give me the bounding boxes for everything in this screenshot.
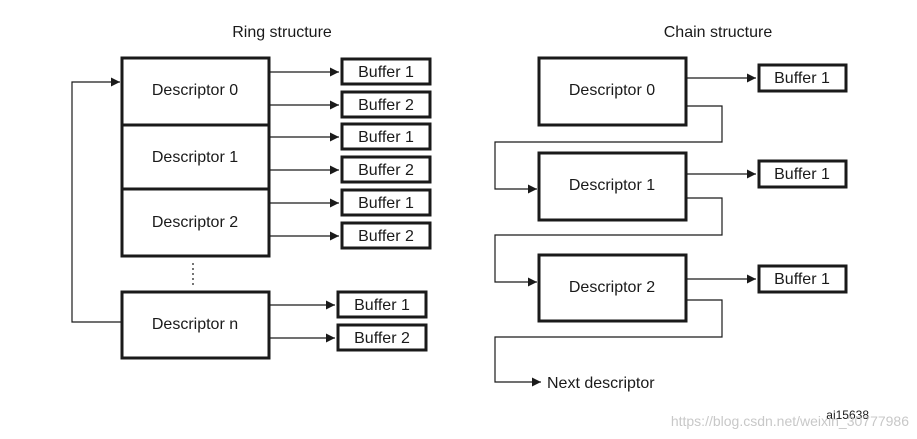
chain-d0-buffer-1-label: Buffer 1 [774,70,830,87]
chain-d0-buffer-1 [757,63,848,93]
chain-d1-next-link [494,197,723,287]
ring-descriptor-2 [120,187,271,258]
chain-structure-title: Chain structure [664,24,773,41]
chain-d2-buffer-1-label: Buffer 1 [774,271,830,288]
ring-d1-buffer-2-label: Buffer 2 [358,162,414,179]
ring-d0-buffer-2 [340,90,432,119]
ring-dn-buffer-2 [336,323,428,352]
ring-d0-buffer-1 [340,57,432,86]
chain-d0-next-link [494,105,723,194]
ring-descriptor-0 [120,56,271,127]
ring-d2-buffer-1 [340,188,432,217]
chain-d1-buffer-1 [757,159,848,189]
chain-d1-buffer-1-label: Buffer 1 [774,166,830,183]
chain-d2-next-link [494,299,723,387]
ring-d0-buffer-2-label: Buffer 2 [358,97,414,114]
watermark-text: https://blog.csdn.net/weixin_30777986 [671,413,909,429]
ring-loopback-arrow [71,77,122,323]
ring-structure-title: Ring structure [232,24,332,41]
chain-descriptor-1 [537,151,688,222]
ring-descriptor-n-label: Descriptor n [152,316,238,333]
chain-d2-buffer-1 [757,264,848,294]
ring-d2-buffer-2 [340,221,432,250]
ring-descriptor-2-label: Descriptor 2 [152,214,238,231]
ring-dn-buffer-2-label: Buffer 2 [354,330,410,347]
ring-d1-buffer-2 [340,155,432,184]
ring-structure: Descriptor 0 Descriptor 1 Descriptor 2 D… [71,56,432,360]
ring-d1-buffer-1-label: Buffer 1 [358,129,414,146]
chain-structure: Descriptor 0 Buffer 1 Descriptor 1 Buffe… [494,56,848,392]
ring-descriptor-n [120,290,271,360]
ring-d0-buffer-1-label: Buffer 1 [358,64,414,81]
next-descriptor-label: Next descriptor [547,375,655,392]
ring-descriptor-1-label: Descriptor 1 [152,149,238,166]
ring-dn-buffer-1 [336,290,428,319]
figure-reference: ai15638 [826,408,869,422]
ring-d2-buffer-2-label: Buffer 2 [358,228,414,245]
ring-d2-buffer-1-label: Buffer 1 [358,195,414,212]
chain-descriptor-2-label: Descriptor 2 [569,279,655,296]
chain-descriptor-1-label: Descriptor 1 [569,177,655,194]
chain-descriptor-0-label: Descriptor 0 [569,82,655,99]
chain-descriptor-0 [537,56,688,127]
ring-dn-buffer-1-label: Buffer 1 [354,297,410,314]
chain-descriptor-2 [537,253,688,323]
ring-descriptor-0-label: Descriptor 0 [152,82,238,99]
ring-d1-buffer-1 [340,122,432,151]
